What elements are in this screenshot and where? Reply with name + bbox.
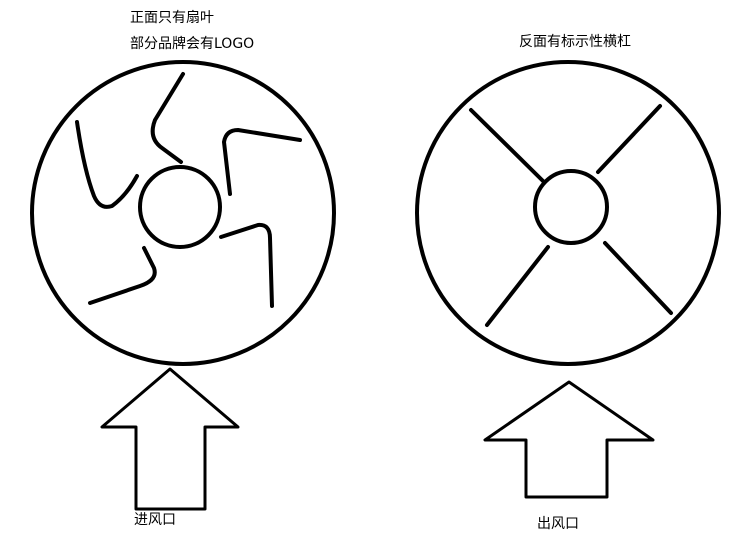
back-fan-frame bbox=[415, 60, 721, 366]
back-fan-spoke-top-right bbox=[596, 104, 662, 174]
front-fan-hub bbox=[138, 165, 222, 249]
front-fan-blade-bottom-right bbox=[219, 222, 274, 308]
front-fan-frame bbox=[30, 60, 336, 366]
outlet-label: 出风口 bbox=[537, 516, 579, 532]
front-fan-blade-bottom-left bbox=[88, 246, 157, 305]
front-caption-line1: 正面只有扇叶 bbox=[130, 10, 214, 26]
outlet-arrow bbox=[483, 380, 655, 499]
front-fan-blade-top bbox=[150, 72, 185, 164]
back-fan-hub bbox=[533, 169, 609, 245]
front-fan-blade-left bbox=[75, 120, 139, 209]
back-fan bbox=[415, 60, 721, 366]
back-fan-spoke-top-left bbox=[469, 108, 545, 183]
back-fan-spoke-bottom-right bbox=[603, 241, 673, 315]
back-fan-spoke-bottom-left bbox=[485, 245, 550, 327]
front-fan-blade-right bbox=[222, 128, 302, 196]
back-caption: 反面有标示性横杠 bbox=[519, 34, 631, 50]
front-fan bbox=[30, 60, 336, 366]
front-caption-line2: 部分品牌会有LOGO bbox=[130, 36, 255, 52]
intake-arrow bbox=[100, 367, 240, 511]
intake-label: 进风口 bbox=[134, 512, 176, 528]
